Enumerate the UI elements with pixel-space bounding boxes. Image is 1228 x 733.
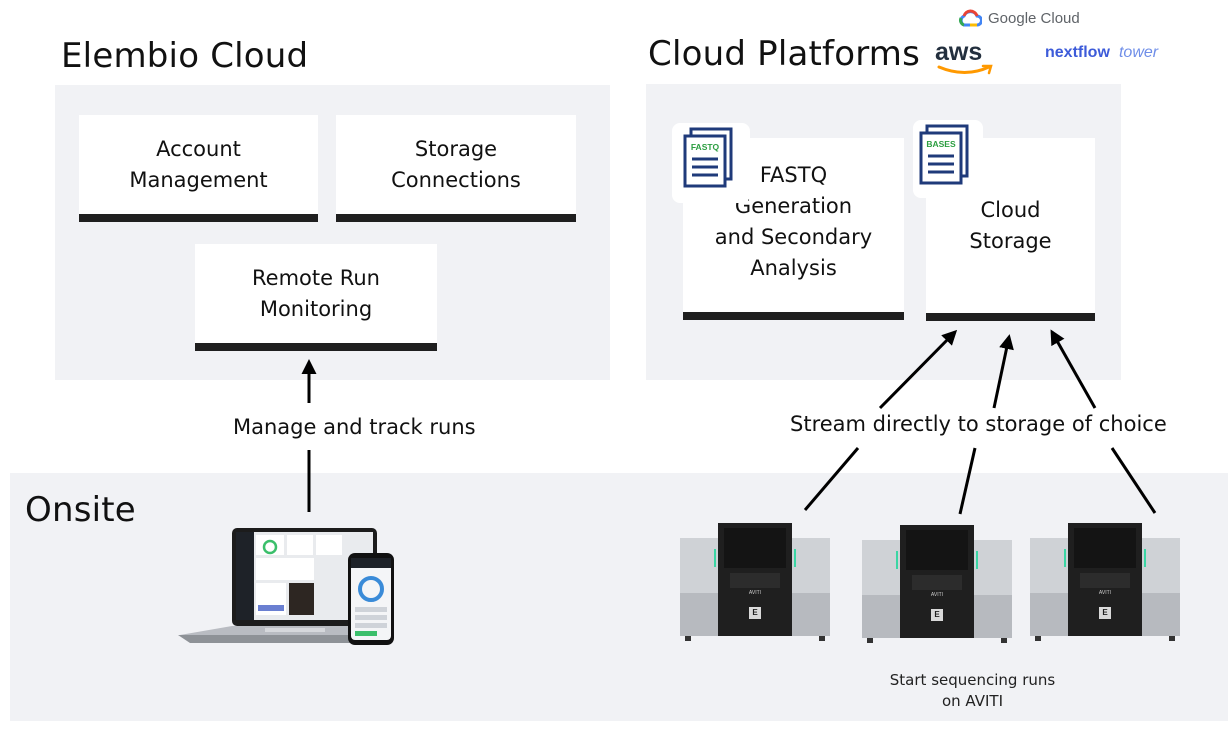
nextflow-text: nextflow bbox=[1045, 44, 1110, 61]
stream-label: Stream directly to storage of choice bbox=[790, 412, 1167, 436]
account-management-card: Account Management bbox=[79, 115, 318, 222]
aviti-badge-3: E bbox=[1099, 607, 1111, 619]
fastq-file-icon: FASTQ bbox=[672, 123, 750, 203]
aviti-badge-1: E bbox=[749, 607, 761, 619]
aws-logo: aws bbox=[935, 38, 997, 78]
aviti-brand-2: AVITI bbox=[930, 592, 944, 598]
google-cloud-text: Google Cloud bbox=[988, 9, 1080, 27]
start-runs-line-2: on AVITI bbox=[941, 692, 1004, 710]
manage-track-label: Manage and track runs bbox=[233, 415, 476, 439]
start-runs-line-1: Start sequencing runs bbox=[889, 671, 1056, 689]
cloud-storage-line-1: Cloud bbox=[980, 197, 1041, 222]
fastq-line-3: and Secondary bbox=[714, 225, 873, 249]
nextflow-tower-logo: nextflow tower bbox=[1045, 42, 1158, 62]
remote-run-monitoring-line-1: Remote Run bbox=[252, 265, 380, 290]
fastq-line-4: Analysis bbox=[750, 256, 837, 280]
aviti-badge-2: E bbox=[931, 609, 943, 621]
cloud-storage-line-2: Storage bbox=[969, 228, 1052, 253]
start-runs-label: Start sequencing runs on AVITI bbox=[870, 670, 1075, 712]
aviti-brand-1: AVITI bbox=[748, 590, 762, 596]
tower-text: tower bbox=[1118, 44, 1159, 61]
bases-file-icon: BASES bbox=[913, 120, 983, 198]
aviti-instrument-2: AVITI E bbox=[862, 525, 1012, 645]
account-management-line-1: Account bbox=[156, 136, 241, 161]
aws-text: aws bbox=[935, 38, 983, 66]
onsite-band bbox=[10, 473, 1228, 721]
remote-run-monitoring-card: Remote Run Monitoring bbox=[195, 244, 437, 351]
aviti-instrument-3: AVITI E bbox=[1030, 523, 1180, 643]
cloud-platforms-title: Cloud Platforms bbox=[648, 34, 921, 74]
storage-connections-line-2: Connections bbox=[391, 167, 521, 192]
bases-icon-label: BASES bbox=[926, 139, 956, 149]
aviti-instrument-1: AVITI E bbox=[680, 523, 830, 643]
google-cloud-icon bbox=[959, 9, 982, 27]
remote-run-monitoring-line-2: Monitoring bbox=[259, 296, 373, 321]
elembio-cloud-title: Elembio Cloud bbox=[61, 36, 309, 76]
laptop-phone-illustration bbox=[178, 528, 394, 645]
aws-smile-icon bbox=[937, 64, 993, 75]
account-management-line-2: Management bbox=[129, 167, 268, 192]
fastq-line-2: Generation bbox=[734, 194, 853, 218]
fastq-generation-card: FASTQ Generation and Secondary Analysis bbox=[683, 138, 904, 320]
storage-connections-line-1: Storage bbox=[414, 136, 498, 161]
fastq-icon-label: FASTQ bbox=[690, 142, 720, 152]
fastq-line-1: FASTQ bbox=[759, 163, 828, 187]
onsite-title: Onsite bbox=[25, 490, 136, 530]
google-cloud-logo: Google Cloud bbox=[958, 9, 1080, 27]
storage-connections-card: Storage Connections bbox=[336, 115, 576, 222]
aviti-brand-3: AVITI bbox=[1098, 590, 1112, 596]
